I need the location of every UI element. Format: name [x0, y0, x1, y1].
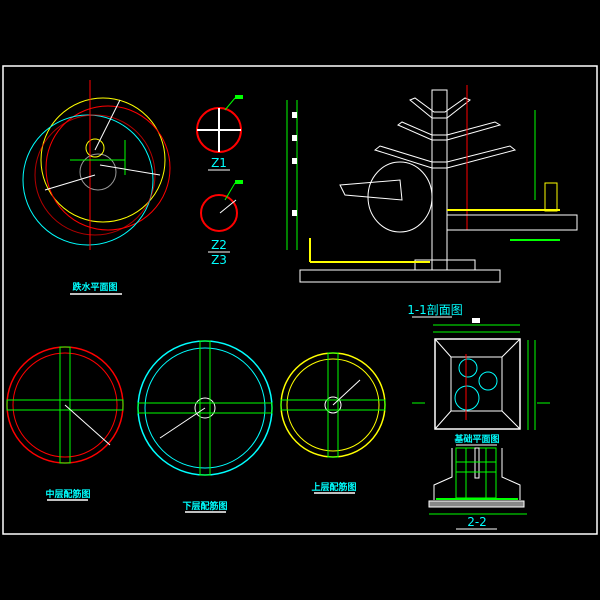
falls-circle-red	[45, 105, 171, 231]
dim-text	[292, 210, 297, 216]
top-bowl	[409, 97, 471, 119]
title-foundation-plan: 基础平面图	[453, 433, 499, 445]
edge-wall	[544, 182, 558, 212]
pedestal-outline	[450, 356, 503, 412]
title-falls-plan: 跌水平面图	[72, 281, 117, 293]
spout	[339, 179, 403, 201]
z2-note	[235, 180, 243, 184]
blinding-layer	[428, 500, 525, 508]
lower-rebar-circle-inner	[144, 347, 266, 469]
falls-small-circle	[85, 138, 105, 158]
footing-outline	[434, 338, 521, 430]
pipe-circle	[458, 358, 478, 378]
z1-note	[235, 95, 243, 99]
rebar-band-vertical	[327, 352, 339, 458]
z2-circle	[200, 194, 238, 232]
rebar-band-vertical	[59, 346, 71, 464]
falls-circle-yellow	[40, 97, 166, 223]
slope-line	[501, 410, 521, 430]
falls-radius-line	[94, 99, 121, 151]
mid-rebar-view: 中层配筋图	[6, 346, 124, 501]
rebar-band-horizontal	[280, 399, 386, 411]
upper-rebar-view: 上层配筋图	[280, 352, 386, 494]
center-circle	[194, 397, 216, 419]
mid-bowl	[397, 121, 502, 141]
z2-leader	[224, 182, 236, 201]
footing	[414, 259, 476, 271]
center-circle	[324, 396, 342, 414]
slope-line	[501, 338, 521, 358]
slope-line	[434, 410, 452, 430]
title-lower-rebar: 下层配筋图	[182, 500, 227, 512]
rebar-band-horizontal	[137, 402, 273, 414]
mid-rebar-circle-inner	[12, 352, 118, 458]
section-1-1-view: 1-1剖面图	[286, 85, 578, 318]
title-section-2-2: 2-2	[467, 515, 487, 529]
lower-rebar-view: 下层配筋图	[137, 340, 273, 513]
falls-radius-line	[99, 164, 161, 176]
title-section-1-1: 1-1剖面图	[407, 303, 463, 317]
falls-radius-line	[44, 174, 96, 191]
pipe-circle	[454, 385, 480, 411]
dim-text	[472, 318, 480, 323]
title-upper-rebar: 上层配筋图	[311, 481, 356, 493]
dim-text	[292, 112, 297, 118]
section-2-2-view: 2-2	[428, 447, 527, 530]
dim-text	[292, 135, 297, 141]
rebar-band-vertical	[199, 340, 211, 476]
radius-line	[64, 404, 111, 446]
central-column	[431, 89, 448, 271]
z1-leader	[224, 97, 236, 111]
dim-text	[292, 158, 297, 164]
falls-small-circle-2	[79, 153, 117, 191]
upper-slab	[446, 214, 578, 231]
lower-bowl	[373, 145, 517, 169]
upper-rebar-circle-inner	[286, 358, 380, 452]
radius-line	[159, 407, 206, 439]
title-z3: Z3	[211, 253, 227, 267]
radius-line	[332, 379, 361, 406]
title-z1: Z1	[211, 156, 227, 170]
falls-circle-cyan	[22, 114, 154, 246]
drawing-frame	[2, 65, 598, 535]
foundation-plan-view: 基础平面图	[412, 318, 550, 446]
falls-circle-red-2	[34, 114, 156, 236]
pipe	[474, 447, 480, 479]
rebar-band-horizontal	[6, 399, 124, 411]
falls-plan-view: 跌水平面图	[22, 80, 171, 295]
z2-radius	[219, 199, 237, 214]
footing-profile	[433, 448, 521, 500]
slope-line	[434, 338, 452, 358]
pipe-circle	[478, 371, 498, 391]
title-mid-rebar: 中层配筋图	[45, 488, 90, 500]
base-slab	[299, 269, 501, 283]
pedestal-rebar	[455, 447, 497, 499]
section-circle	[367, 161, 433, 233]
column-sections: Z1 Z2 Z3	[196, 95, 243, 267]
title-z2: Z2	[211, 238, 227, 252]
